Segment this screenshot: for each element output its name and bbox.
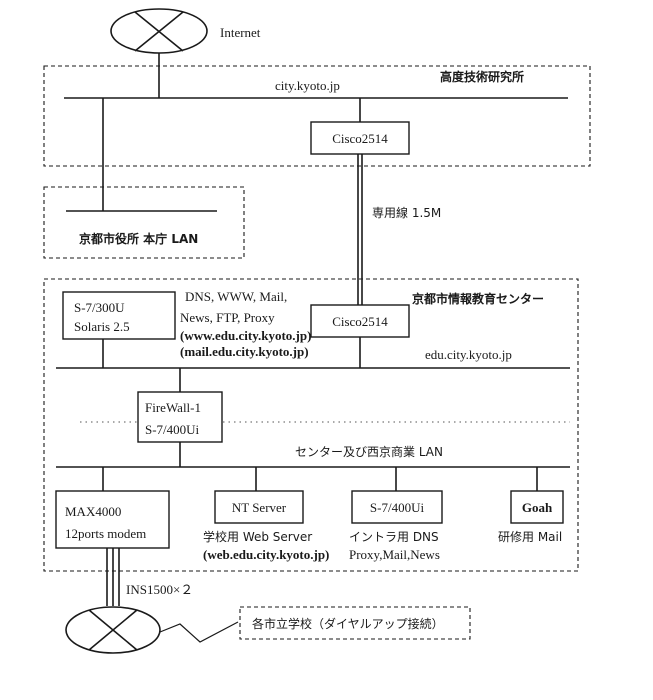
- isdn-label: INS1500×２: [126, 582, 193, 597]
- internet-node: Internet: [110, 8, 261, 54]
- intranet-server-desc1: イントラ用 DNS: [349, 530, 439, 544]
- internet-cross-b: [134, 11, 184, 52]
- server-desc-line3: (www.edu.city.kyoto.jp): [180, 328, 311, 343]
- intranet-server-box: [351, 490, 443, 524]
- schools-border: [239, 606, 471, 640]
- firewall-line1: FireWall-1: [145, 400, 201, 415]
- research-institute-domain: city.kyoto.jp: [275, 78, 340, 93]
- education-center-border: [43, 278, 579, 572]
- city-office-title: 京都市役所 本庁 LAN: [79, 231, 198, 246]
- nt-server-box: [214, 490, 304, 524]
- research-router-box: [310, 121, 410, 155]
- education-center-area: 京都市情報教育センター Cisco2514 S-7/300U Solaris 2…: [43, 278, 579, 572]
- server-box: [62, 291, 176, 340]
- nt-server-desc1: 学校用 Web Server: [203, 529, 312, 544]
- education-center-title: 京都市情報教育センター: [412, 291, 544, 306]
- research-institute-title: 高度技術研究所: [440, 69, 524, 84]
- modem-box: [55, 490, 170, 549]
- goah-name: Goah: [522, 500, 553, 515]
- research-router-label: Cisco2514: [332, 131, 388, 146]
- city-office-area: 京都市役所 本庁 LAN: [43, 98, 245, 259]
- education-center-domain: edu.city.kyoto.jp: [425, 347, 512, 362]
- schools-node: 各市立学校（ダイヤルアップ接続）: [239, 606, 471, 640]
- server-desc-line4: (mail.edu.city.kyoto.jp): [180, 344, 309, 359]
- nt-server-desc2: (web.edu.city.kyoto.jp): [203, 547, 329, 562]
- phone-network-cross-b: [88, 609, 138, 651]
- server-desc-line2: News, FTP, Proxy: [180, 310, 275, 325]
- intranet-server-name: S-7/400Ui: [370, 500, 425, 515]
- dialup-link-bolt: [159, 621, 239, 643]
- phone-network-ellipse: [65, 606, 161, 654]
- server-model: S-7/300U: [74, 300, 125, 315]
- modem-ports: 12ports modem: [65, 526, 146, 541]
- internet-label: Internet: [220, 25, 261, 40]
- center-router-label: Cisco2514: [332, 314, 388, 329]
- city-office-border: [43, 186, 245, 259]
- research-institute-border: [43, 65, 591, 167]
- leased-line: 専用線 1.5M: [357, 154, 441, 305]
- server-os: Solaris 2.5: [74, 319, 130, 334]
- research-institute-area: 高度技術研究所 city.kyoto.jp Cisco2514: [43, 53, 591, 167]
- firewall-line2: S-7/400Ui: [145, 422, 200, 437]
- intranet-server-desc2: Proxy,Mail,News: [349, 547, 440, 562]
- isdn-link: INS1500×２: [106, 548, 193, 606]
- modem-name: MAX4000: [65, 504, 121, 519]
- schools-label: 各市立学校（ダイヤルアップ接続）: [252, 616, 444, 631]
- goah-desc1: 研修用 Mail: [498, 529, 562, 544]
- firewall-box: [137, 391, 223, 443]
- internal-lan-label: センター及び西京商業 LAN: [295, 444, 443, 459]
- phone-network-node: [65, 606, 239, 654]
- leased-line-label: 専用線 1.5M: [372, 205, 441, 220]
- goah-box: [510, 490, 564, 524]
- server-desc-line1: DNS, WWW, Mail,: [185, 289, 287, 304]
- nt-server-name: NT Server: [232, 500, 287, 515]
